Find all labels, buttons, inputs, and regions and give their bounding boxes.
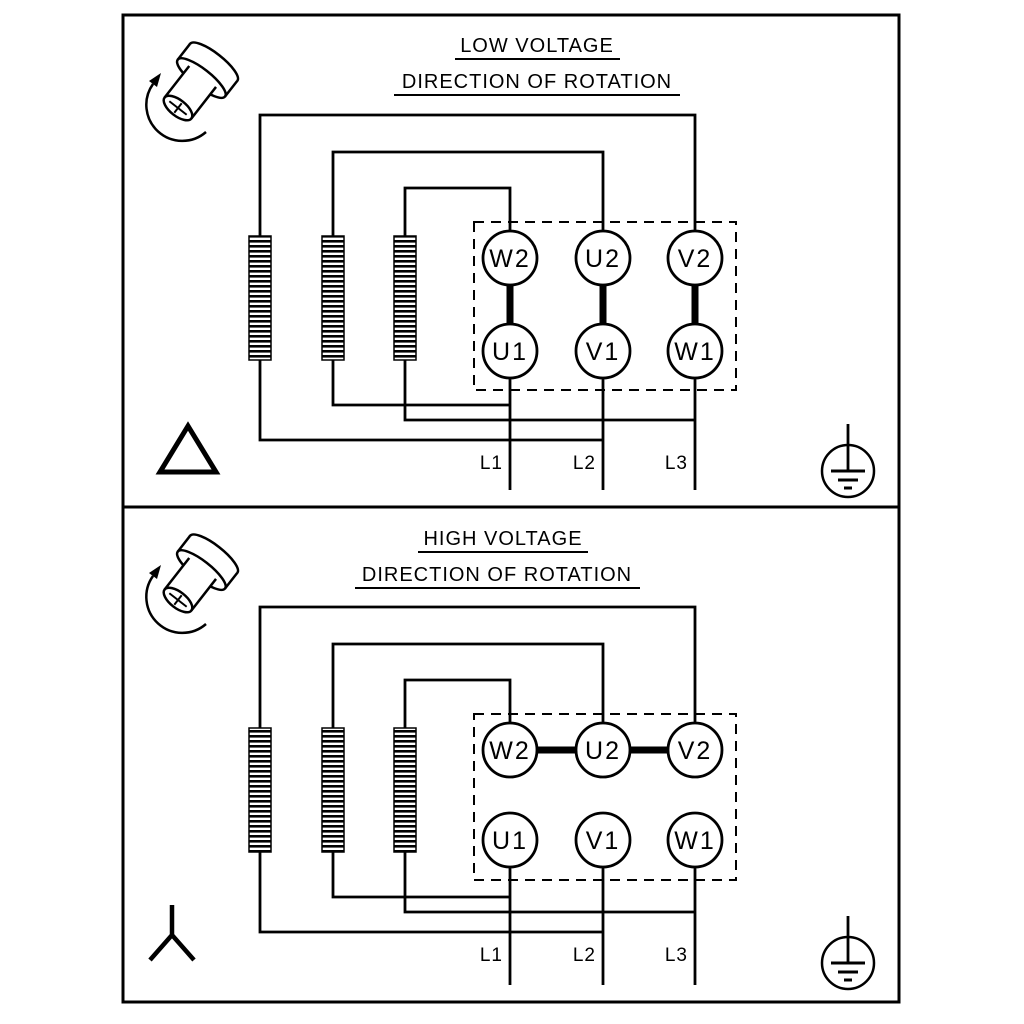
terminal-w2 <box>481 721 539 779</box>
wire-coil1-to-l2 <box>258 360 603 442</box>
wire-coil3-to-w2 <box>403 186 512 236</box>
terminal-label: U1 <box>492 338 528 366</box>
panel-title: HIGH VOLTAGE <box>423 528 582 550</box>
terminal-label: W2 <box>489 245 531 273</box>
supply-label-l1: L1 <box>480 453 503 474</box>
wire-coil2-to-u2 <box>331 150 605 236</box>
panel-subtitle: DIRECTION OF ROTATION <box>402 71 672 93</box>
terminal-u2 <box>574 721 632 779</box>
coil-winding-3 <box>393 235 417 361</box>
terminal-label: U2 <box>585 737 621 765</box>
terminal-v2 <box>666 229 724 287</box>
wire-coil2-to-l1 <box>331 852 510 899</box>
wire-coil2-to-l1 <box>331 360 510 407</box>
supply-label-l3: L3 <box>665 945 688 966</box>
panel-border <box>121 505 901 1004</box>
delta-symbol-icon <box>155 421 221 475</box>
supply-label-l1: L1 <box>480 945 503 966</box>
rotation-arrowhead <box>149 565 161 579</box>
panel-title: LOW VOLTAGE <box>460 35 614 57</box>
terminal-u2 <box>574 229 632 287</box>
terminal-label: V1 <box>586 338 621 366</box>
supply-label-l2: L2 <box>573 945 596 966</box>
terminal-u1 <box>481 811 539 869</box>
rotation-arrowhead <box>149 73 161 87</box>
terminal-label: U1 <box>492 827 528 855</box>
rotation-arrow <box>145 575 207 635</box>
terminal-label: W2 <box>489 737 531 765</box>
supply-label-l3: L3 <box>665 453 688 474</box>
coil-winding-3 <box>393 727 417 853</box>
ground-icon <box>820 916 876 991</box>
terminal-label: V2 <box>678 245 713 273</box>
terminal-box <box>473 221 737 391</box>
coil-winding-2 <box>321 235 345 361</box>
wire-coil2-to-u2 <box>331 642 605 728</box>
terminal-label: V2 <box>678 737 713 765</box>
panel-subtitle: DIRECTION OF ROTATION <box>362 564 632 586</box>
wire-coil1-to-v2 <box>258 605 697 728</box>
terminal-label: U2 <box>585 245 621 273</box>
shaft-rotation-icon <box>145 533 240 635</box>
low-voltage-panel: LOW VOLTAGE DIRECTION OF ROTATION <box>121 13 901 509</box>
coil-winding-1 <box>248 727 272 853</box>
shaft-rotation-icon <box>145 41 240 143</box>
rotation-arrow <box>145 83 207 143</box>
terminal-box <box>473 713 737 881</box>
supply-label-l2: L2 <box>573 453 596 474</box>
wire-coil3-to-w2 <box>403 678 512 728</box>
star-symbol-icon <box>148 905 196 962</box>
terminal-label: V1 <box>586 827 621 855</box>
wire-coil1-to-l2 <box>258 852 603 934</box>
terminal-w2 <box>481 229 539 287</box>
coil-winding-2 <box>321 727 345 853</box>
coil-winding-1 <box>248 235 272 361</box>
terminal-u1 <box>481 322 539 380</box>
terminal-v1 <box>574 811 632 869</box>
terminal-w1 <box>666 811 724 869</box>
terminal-v2 <box>666 721 724 779</box>
high-voltage-panel: HIGH VOLTAGE DIRECTION OF ROTATION <box>121 505 901 1004</box>
wire-coil3-to-l3 <box>403 360 695 422</box>
terminal-w1 <box>666 322 724 380</box>
terminal-label: W1 <box>674 338 716 366</box>
terminal-v1 <box>574 322 632 380</box>
wire-coil3-to-l3 <box>403 852 695 914</box>
ground-icon <box>820 424 876 499</box>
terminal-label: W1 <box>674 827 716 855</box>
wire-coil1-to-v2 <box>258 113 697 236</box>
